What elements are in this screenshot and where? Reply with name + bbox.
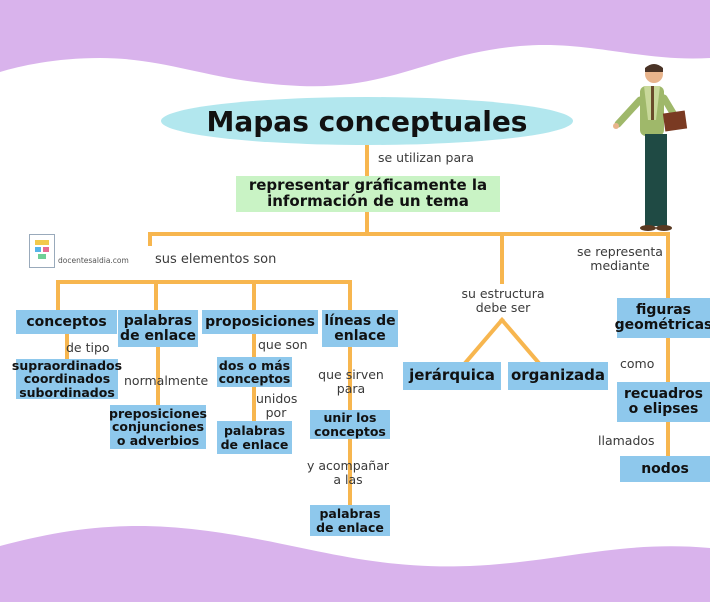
node-palabras-enlace-3: palabras de enlace [310, 505, 390, 536]
link-unidos-por: unidos por [256, 391, 298, 420]
node-palabras-enlace: palabras de enlace [118, 310, 198, 347]
link-se-representa: se representa mediante [577, 244, 663, 273]
link-de-tipo: de tipo [66, 340, 110, 355]
teacher-illustration [613, 64, 688, 231]
node-proposiciones: proposiciones [202, 310, 318, 334]
node-jerarquica: jerárquica [403, 362, 501, 390]
link-como: como [620, 356, 655, 371]
node-organizada: organizada [508, 362, 608, 390]
link-llamados: llamados [598, 433, 655, 448]
connector-lines [56, 143, 670, 507]
logo [29, 234, 55, 268]
node-preposiciones: preposiciones conjunciones o adverbios [109, 405, 207, 449]
node-recuadros: recuadros o elipses [617, 382, 710, 422]
node-lineas-enlace: líneas de enlace [322, 310, 398, 347]
bottom-wave [0, 525, 710, 602]
node-palabras-enlace-2: palabras de enlace [217, 421, 292, 454]
link-y-acompanar: y acompañar a las [306, 458, 390, 487]
page-title: Mapas conceptuales [161, 97, 573, 145]
link-sus-elementos: sus elementos son [155, 252, 277, 267]
node-unir-conceptos: unir los conceptos [310, 410, 390, 439]
link-que-son: que son [258, 337, 308, 352]
node-conceptos: conceptos [16, 310, 117, 334]
node-nodos: nodos [620, 456, 710, 482]
main-concept-box: representar gráficamente la información … [236, 176, 500, 212]
node-figuras: figuras geométricas [615, 298, 710, 338]
logo-icon [35, 240, 49, 259]
top-wave [0, 0, 710, 87]
link-normalmente: normalmente [124, 373, 209, 388]
link-su-estructura: su estructura debe ser [461, 286, 545, 315]
node-supraordinados: supraordinados coordinados subordinados [11, 358, 123, 400]
node-dos-o-mas: dos o más conceptos [217, 357, 292, 387]
link-que-sirven: que sirven para [318, 367, 384, 396]
logo-text: docentesaldia.com [58, 256, 129, 265]
link-se-utilizan: se utilizan para [378, 150, 474, 165]
